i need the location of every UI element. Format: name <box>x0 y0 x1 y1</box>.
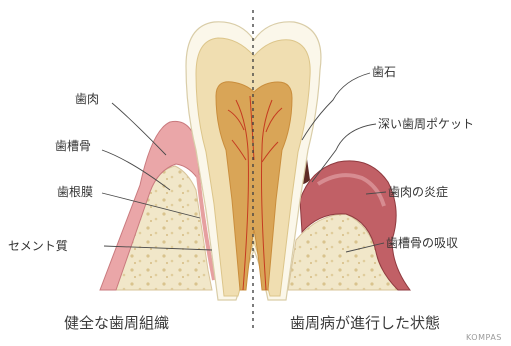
label-alveolar-bone: 歯槽骨 <box>55 139 91 153</box>
label-periodontal-ligament: 歯根膜 <box>57 185 93 199</box>
leader-gum <box>112 103 166 155</box>
label-deep-pocket: 深い歯周ポケット <box>378 117 474 131</box>
caption-healthy: 健全な歯周組織 <box>64 314 169 332</box>
label-tartar: 歯石 <box>372 65 396 79</box>
caption-diseased: 歯周病が進行した状態 <box>290 314 440 332</box>
label-gum-inflammation: 歯肉の炎症 <box>388 184 448 199</box>
label-bone-resorption: 歯槽骨の吸収 <box>386 236 458 250</box>
label-cementum: セメント質 <box>8 238 68 253</box>
watermark: KOMPAS <box>466 333 502 342</box>
label-gum: 歯肉 <box>75 92 99 106</box>
